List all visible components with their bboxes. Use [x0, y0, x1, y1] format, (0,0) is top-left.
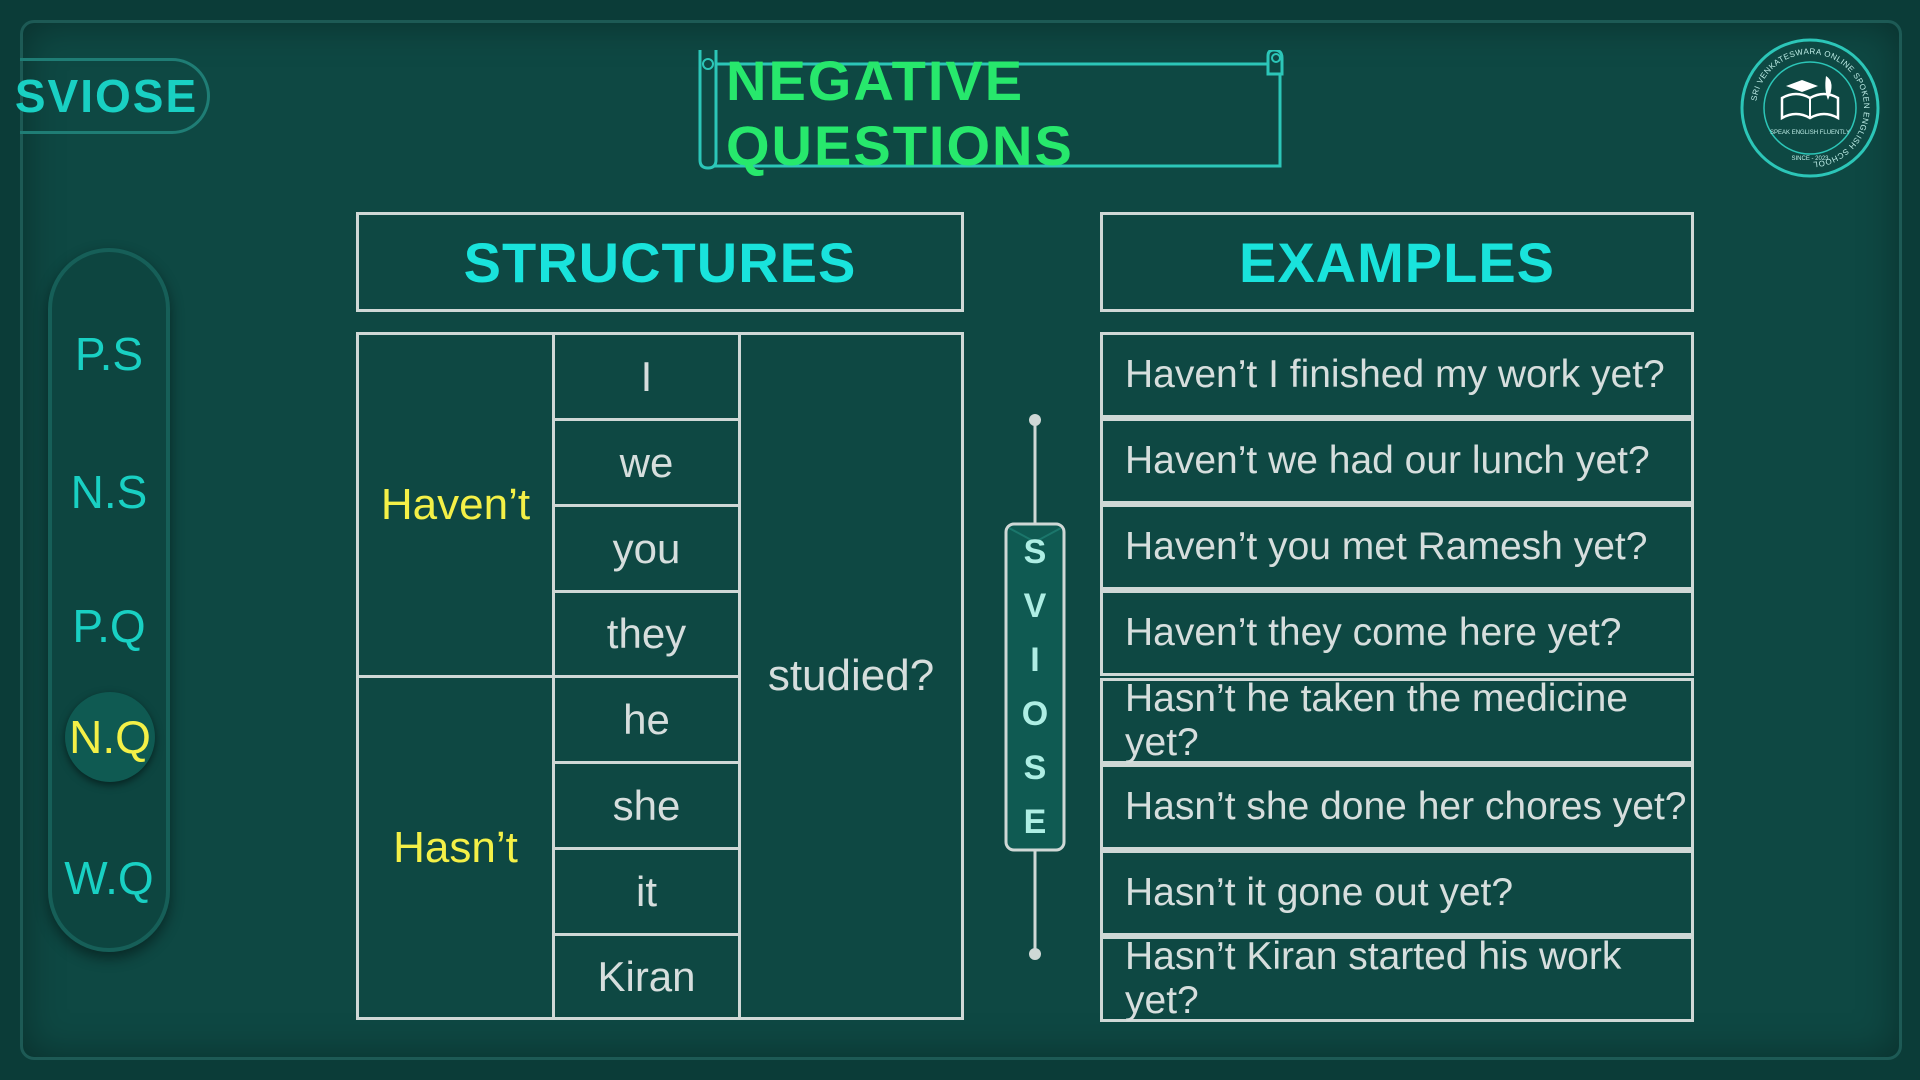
example-row: Hasn’t she done her chores yet?: [1100, 764, 1694, 850]
subject-cell: he: [623, 695, 670, 743]
example-row: Haven’t they come here yet?: [1100, 590, 1694, 676]
example-row: Hasn’t it gone out yet?: [1100, 850, 1694, 936]
example-row: Haven’t we had our lunch yet?: [1100, 418, 1694, 504]
aux-havent: Haven’t: [380, 480, 531, 529]
logo-since: SINCE - 2023: [1791, 156, 1829, 162]
logo-tagline: SPEAK ENGLISH FLUENTLY: [1770, 130, 1850, 136]
center-divider: [1000, 412, 1070, 962]
subject-cell: Kiran: [597, 952, 696, 1000]
school-logo: SRI VENKATESWARA ONLINE SPOKEN ENGLISH S…: [1738, 36, 1882, 180]
subject-cell: you: [612, 524, 681, 572]
example-row: Haven’t I finished my work yet?: [1100, 332, 1694, 418]
subject-cell: we: [619, 438, 674, 486]
divider-letter: V: [1023, 586, 1047, 625]
divider-rod-icon: [1004, 414, 1066, 960]
divider-letter: I: [1030, 640, 1040, 679]
sidebar-nav: P.S N.S P.Q N.Q W.Q: [48, 248, 170, 952]
school-emblem-icon: SRI VENKATESWARA ONLINE SPOKEN ENGLISH S…: [1740, 38, 1880, 178]
structures-heading: STRUCTURES: [356, 212, 964, 312]
example-row: Haven’t you met Ramesh yet?: [1100, 504, 1694, 590]
divider-letter: S: [1023, 749, 1047, 788]
divider-label: S V I O S E: [1005, 525, 1065, 850]
structures-table: Haven’t Hasn’t I we you they he she it K…: [356, 332, 964, 1020]
sidebar-item-ns[interactable]: N.S: [70, 466, 148, 518]
subject-cell: it: [636, 867, 657, 915]
page-title: NEGATIVE QUESTIONS: [726, 49, 1074, 177]
sidebar-item-ps[interactable]: P.S: [74, 328, 144, 380]
subject-cell: she: [612, 781, 681, 829]
example-row: Hasn’t he taken the medicine yet?: [1100, 677, 1694, 764]
subject-cell: I: [640, 352, 653, 400]
sidebar-item-pq[interactable]: P.Q: [72, 600, 146, 652]
example-row: Hasn’t Kiran started his work yet?: [1100, 935, 1694, 1022]
divider-letter: S: [1023, 532, 1047, 571]
examples-heading: EXAMPLES: [1100, 212, 1694, 312]
subject-cell: they: [606, 610, 687, 657]
aux-hasnt: Hasn’t: [393, 822, 518, 872]
verb-cell: studied?: [767, 651, 935, 700]
title-banner: NEGATIVE QUESTIONS: [686, 49, 1290, 177]
divider-letter: O: [1021, 695, 1049, 734]
sidebar-item-nq[interactable]: N.Q: [65, 692, 155, 782]
divider-letter: E: [1023, 803, 1047, 842]
sidebar-item-wq[interactable]: W.Q: [64, 852, 154, 904]
examples-list: Haven’t I finished my work yet? Haven’t …: [1100, 332, 1694, 1026]
brand-tab: SVIOSE: [15, 58, 210, 134]
scroll-banner-icon: [698, 50, 1284, 170]
